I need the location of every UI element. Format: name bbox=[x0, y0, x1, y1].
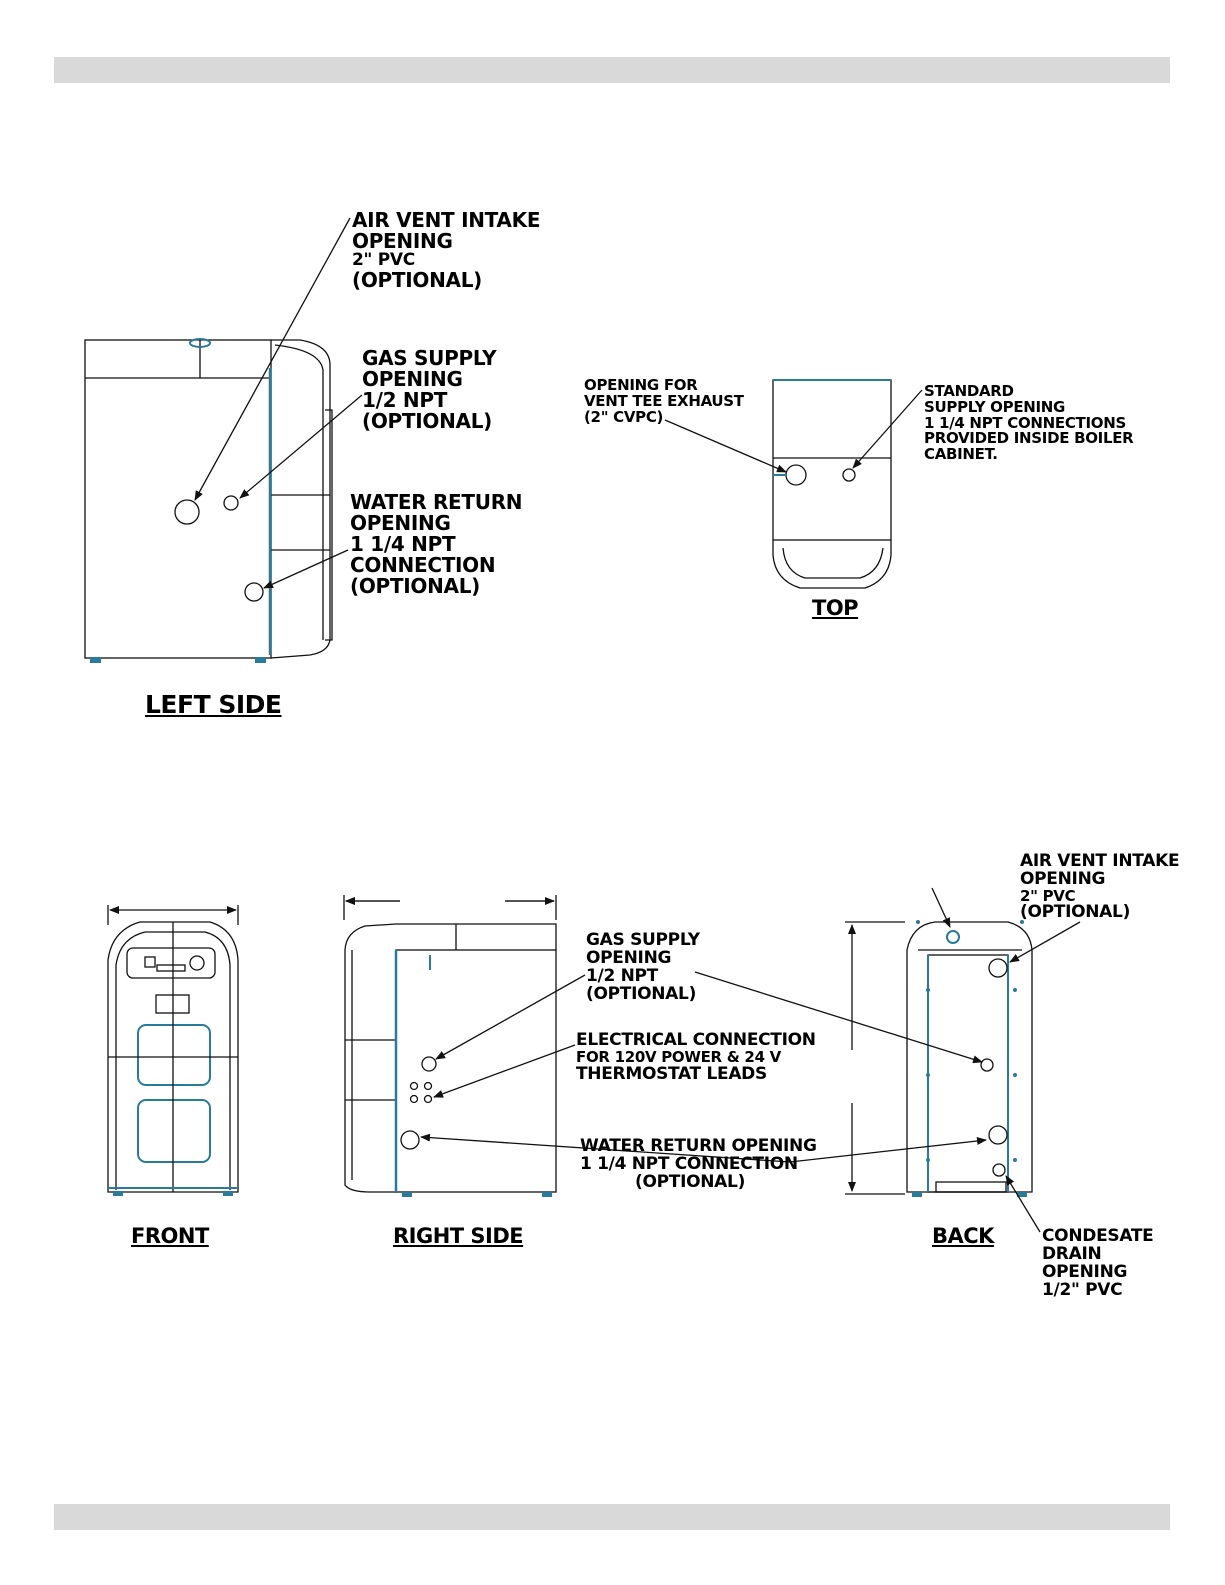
left-water-return-label: WATER RETURN OPENING 1 1/4 NPT CONNECTIO… bbox=[350, 490, 523, 598]
label-line: GAS SUPPLY bbox=[586, 930, 700, 950]
label-line: VENT TEE EXHAUST bbox=[584, 391, 744, 410]
label-line: WATER RETURN bbox=[350, 490, 523, 514]
left-gas-supply-label: GAS SUPPLY OPENING 1/2 NPT (OPTIONAL) bbox=[362, 346, 497, 433]
back-air-vent-label: AIR VENT INTAKE OPENING 2" PVC (OPTIONAL… bbox=[1020, 851, 1180, 923]
top-view-title: TOP bbox=[812, 596, 859, 620]
label-line: 1/2" PVC bbox=[1042, 1279, 1123, 1300]
label-line: THERMOSTAT LEADS bbox=[576, 1063, 767, 1084]
label-line: 1 1/4 NPT CONNECTION bbox=[580, 1153, 798, 1174]
label-line: OPENING bbox=[350, 511, 451, 535]
label-line: 1 1/4 NPT CONNECTIONS bbox=[924, 413, 1126, 432]
header-bar bbox=[54, 57, 1170, 83]
back-view-title: BACK bbox=[932, 1224, 994, 1248]
label-line: PROVIDED INSIDE BOILER bbox=[924, 429, 1134, 448]
back-view bbox=[845, 920, 1033, 1197]
footer-bar bbox=[54, 1504, 1170, 1530]
label-line: CONDESATE bbox=[1042, 1226, 1154, 1246]
label-line: AIR VENT INTAKE bbox=[1020, 851, 1180, 871]
right-water-return-label: WATER RETURN OPENING 1 1/4 NPT CONNECTIO… bbox=[580, 1136, 817, 1192]
label-line: (OPTIONAL) bbox=[362, 409, 492, 433]
label-line: ELECTRICAL CONNECTION bbox=[576, 1030, 816, 1050]
label-line: 1 1/4 NPT bbox=[350, 532, 456, 556]
label-line: (OPTIONAL) bbox=[635, 1171, 746, 1192]
label-line: 1/2 NPT bbox=[586, 965, 658, 986]
right-side-title: RIGHT SIDE bbox=[393, 1224, 524, 1248]
label-line: 1/2 NPT bbox=[362, 388, 448, 412]
label-line: OPENING bbox=[362, 367, 463, 391]
label-line: WATER RETURN OPENING bbox=[580, 1136, 817, 1156]
top-vent-tee-label: OPENING FOR VENT TEE EXHAUST (2" CVPC) bbox=[584, 376, 744, 426]
label-line: (OPTIONAL) bbox=[352, 267, 482, 292]
label-line: OPENING bbox=[586, 947, 672, 968]
label-line: AIR VENT INTAKE bbox=[352, 208, 541, 232]
leader-lines bbox=[194, 217, 1081, 1233]
right-electrical-label: ELECTRICAL CONNECTION FOR 120V POWER & 2… bbox=[576, 1030, 816, 1084]
label-line: STANDARD bbox=[924, 382, 1014, 400]
front-view bbox=[107, 905, 239, 1196]
label-line: (OPTIONAL) bbox=[586, 983, 697, 1004]
left-side-title: LEFT SIDE bbox=[145, 690, 282, 719]
label-line: OPENING bbox=[352, 229, 453, 253]
label-line: 2" PVC bbox=[352, 250, 415, 270]
label-line: CONNECTION bbox=[350, 553, 496, 577]
label-line: (2" CVPC) bbox=[584, 407, 664, 426]
label-line: CABINET. bbox=[924, 445, 998, 463]
right-gas-supply-label: GAS SUPPLY OPENING 1/2 NPT (OPTIONAL) bbox=[586, 930, 700, 1004]
top-standard-supply-label: STANDARD SUPPLY OPENING 1 1/4 NPT CONNEC… bbox=[924, 382, 1134, 463]
label-line: (OPTIONAL) bbox=[1020, 902, 1131, 923]
label-line: 2" PVC bbox=[1020, 886, 1076, 905]
label-line: OPENING FOR bbox=[584, 376, 698, 394]
top-view bbox=[772, 379, 892, 589]
label-line: FOR 120V POWER & 24 V bbox=[576, 1047, 781, 1066]
label-line: OPENING bbox=[1020, 868, 1106, 889]
left-side-view bbox=[84, 338, 333, 663]
back-condensate-label: CONDESATE DRAIN OPENING 1/2" PVC bbox=[1042, 1226, 1154, 1300]
front-view-title: FRONT bbox=[131, 1224, 209, 1248]
label-line: OPENING bbox=[1042, 1261, 1128, 1282]
label-line: SUPPLY OPENING bbox=[924, 397, 1066, 416]
label-line: (OPTIONAL) bbox=[350, 574, 480, 598]
label-line: DRAIN bbox=[1042, 1243, 1102, 1264]
left-air-vent-label: AIR VENT INTAKE OPENING 2" PVC (OPTIONAL… bbox=[352, 210, 540, 291]
label-line: GAS SUPPLY bbox=[362, 346, 497, 370]
right-side-view bbox=[344, 895, 557, 1197]
